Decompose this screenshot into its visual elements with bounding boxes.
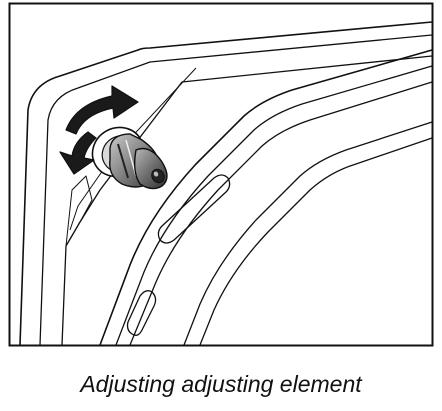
housing-inner-edge-3 [69, 67, 197, 231]
housing-recess [65, 175, 93, 247]
housing-inner-edge-2 [61, 55, 433, 346]
adjusting-element [91, 126, 168, 190]
door-ring-2 [115, 65, 433, 346]
door-ring-inner [199, 137, 433, 346]
door-ring-3 [129, 81, 433, 346]
figure-caption: Adjusting adjusting element [80, 371, 362, 397]
door-ring-4 [183, 121, 433, 346]
rotation-arrow-lower [59, 131, 97, 175]
knob-nose [133, 147, 168, 190]
door-slot-lower [126, 290, 157, 336]
knob-ridge-1 [117, 143, 129, 179]
housing-outer-edge [19, 21, 433, 346]
curved-double-arrow-icon [59, 85, 139, 175]
door-ring-outer [99, 49, 433, 346]
rotation-arrow-upper [65, 85, 139, 135]
housing-inner-edge-1 [39, 34, 433, 346]
door-slot-upper [157, 174, 231, 244]
appliance-door-frame [19, 21, 433, 346]
knob-tip-highlight [153, 171, 159, 177]
knob-ridge-2 [125, 139, 137, 177]
picture-frame [8, 2, 434, 347]
